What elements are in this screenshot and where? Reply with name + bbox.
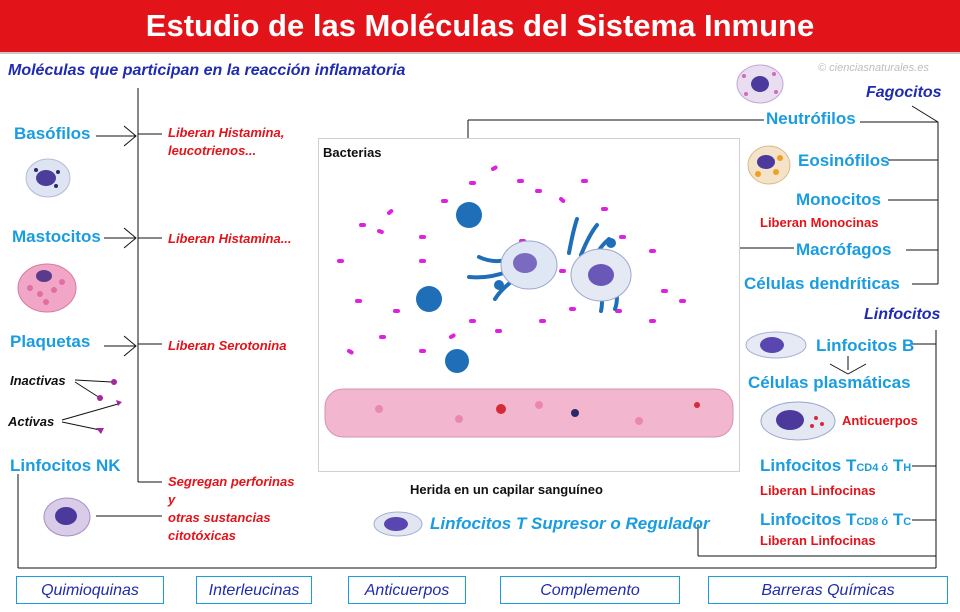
basofilos-note-line: Liberan Histamina, [168, 125, 285, 140]
th-note: Liberan Linfocinas [760, 483, 876, 498]
label-t-supresor: Linfocitos T Supresor o Regulador [430, 514, 710, 533]
label-linfocitos-th: Linfocitos TCD4 ó TH [760, 456, 911, 476]
mastocyte-cell-image [17, 263, 77, 313]
phagocyte-cell-image [736, 64, 784, 104]
nk-note-line: Segregan perforinas [168, 474, 295, 489]
label-macrofagos: Macrófagos [796, 240, 892, 259]
label-monocitos: Monocitos [796, 190, 881, 209]
label-linfocitos: Linfocitos [864, 306, 941, 323]
label-neutrofilos: Neutrófilos [766, 109, 856, 128]
page-title: Estudio de las Moléculas del Sistema Inm… [0, 0, 960, 54]
mastocitos-note: Liberan Histamina... [168, 231, 292, 246]
t-suppressor-cell-image [373, 511, 423, 537]
bacteria-group [337, 165, 686, 355]
label-activas: Activas [8, 414, 55, 429]
label-fagocitos: Fagocitos [866, 84, 942, 101]
th-h-subscript: H [903, 462, 912, 474]
plasma-cell-image [760, 401, 836, 441]
subtitle: Moléculas que participan en la reacción … [8, 62, 406, 79]
basofilos-note-line: leucotrienos... [168, 143, 257, 158]
capillary-vessel [324, 388, 734, 438]
basofilos-note: Liberan Histamina, leucotrienos... [168, 124, 284, 160]
label-anticuerpos: Anticuerpos [842, 413, 918, 428]
th-t: T [892, 456, 904, 475]
label-basofilos: Basófilos [14, 124, 91, 143]
label-eosinofilos: Eosinófilos [798, 151, 890, 170]
label-inactivas: Inactivas [10, 373, 66, 388]
th-subscript: CD4 ó [856, 462, 889, 474]
nk-note-line: otras sustancias [168, 510, 271, 525]
inflammation-scene: Bacterias [318, 138, 740, 472]
copyright-watermark: © cienciasnaturales.es [818, 62, 929, 74]
plaquetas-note: Liberan Serotonina [168, 338, 287, 353]
tc-note: Liberan Linfocinas [760, 533, 876, 548]
label-linfocitos-b: Linfocitos B [816, 336, 915, 355]
tc-c-subscript: C [903, 516, 912, 528]
button-complemento[interactable]: Complemento [500, 576, 680, 604]
label-mastocitos: Mastocitos [12, 227, 101, 246]
nk-cell-image [43, 497, 91, 537]
label-celulas-dendriticas: Células dendríticas [744, 274, 900, 293]
button-barreras-quimicas[interactable]: Barreras Químicas [708, 576, 948, 604]
nk-note-line: y [168, 492, 176, 507]
tc-main-text: Linfocitos T [760, 510, 857, 529]
label-celulas-plasmaticas: Células plasmáticas [748, 373, 911, 392]
label-linfocitos-nk: Linfocitos NK [10, 456, 121, 475]
label-bacterias: Bacterias [323, 145, 382, 160]
tc-subscript: CD8 ó [856, 516, 889, 528]
th-main-text: Linfocitos T [760, 456, 857, 475]
nk-note-line: citotóxicas [168, 528, 236, 543]
button-anticuerpos[interactable]: Anticuerpos [348, 576, 466, 604]
tc-t: T [892, 510, 904, 529]
basophil-cell-image [25, 158, 71, 198]
scene-illustration [324, 165, 734, 438]
label-linfocitos-tc: Linfocitos TCD8 ó TC [760, 510, 911, 530]
scene-caption: Herida en un capilar sanguíneo [410, 482, 603, 497]
button-interleucinas[interactable]: Interleucinas [196, 576, 312, 604]
b-cell-image [745, 331, 807, 359]
monocitos-note: Liberan Monocinas [760, 215, 879, 230]
eosinophil-cell-image [747, 145, 791, 185]
label-plaquetas: Plaquetas [10, 332, 91, 351]
button-quimioquinas[interactable]: Quimioquinas [16, 576, 164, 604]
nk-note: Segregan perforinas y otras sustancias c… [168, 473, 294, 545]
